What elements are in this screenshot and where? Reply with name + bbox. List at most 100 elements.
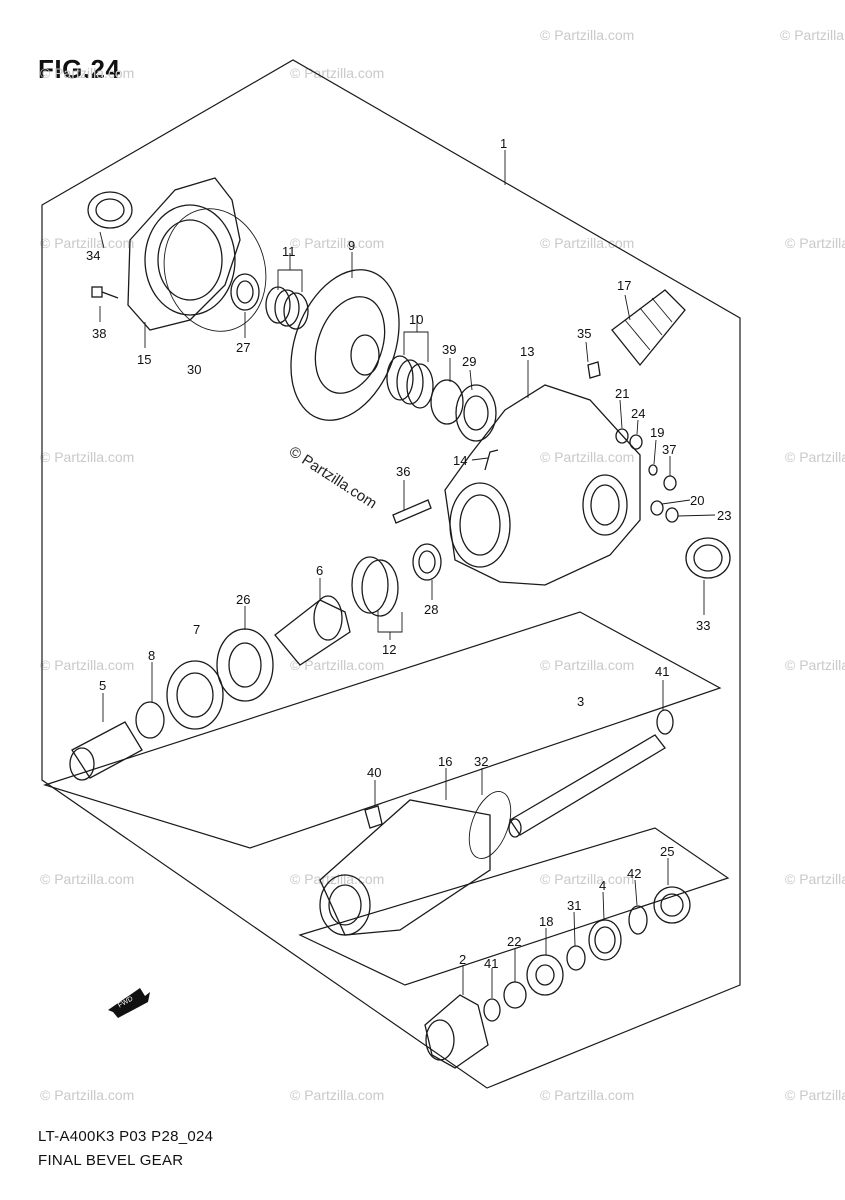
- callout-13: 13: [520, 344, 534, 359]
- part-5-coupling: [69, 721, 143, 781]
- part-8-ring: [135, 701, 165, 739]
- callout-36: 36: [396, 464, 410, 479]
- callout-30: 30: [187, 362, 201, 377]
- part-9-bevel-gear: [290, 269, 400, 421]
- watermark-text: © Partzilla.com: [785, 657, 845, 673]
- watermark-text: © Partzilla.com: [540, 871, 634, 887]
- callout-25: 25: [660, 844, 674, 859]
- part-36-stud: [392, 499, 432, 524]
- callout-21: 21: [615, 386, 629, 401]
- callout-14: 14: [453, 453, 467, 468]
- watermark-text: © Partzilla.com: [785, 235, 845, 251]
- callout-31: 31: [567, 898, 581, 913]
- callout-9: 9: [348, 238, 355, 253]
- part-22-ring: [503, 981, 527, 1009]
- callout-1: 1: [500, 136, 507, 151]
- figure-title: FIG.24: [38, 54, 121, 84]
- watermark-text: © Partzilla.com: [780, 27, 845, 43]
- part-23-plug: [665, 507, 679, 523]
- callout-20: 20: [690, 493, 704, 508]
- part-37-bolt: [663, 475, 677, 491]
- callout-35: 35: [577, 326, 591, 341]
- watermark-text: © Partzilla.com: [785, 1087, 845, 1103]
- part-7-bearing-retainer: [166, 660, 224, 730]
- callout-2: 2: [459, 952, 466, 967]
- callout-6: 6: [316, 563, 323, 578]
- callout-38: 38: [92, 326, 106, 341]
- part-2-yoke: [424, 994, 489, 1069]
- part-26-bearing: [216, 628, 274, 702]
- part-30-o-ring: [163, 208, 267, 332]
- watermark-text: © Partzilla.com: [290, 871, 384, 887]
- callout-41: 41: [484, 956, 498, 971]
- watermark-text: © Partzilla.com: [40, 65, 134, 81]
- part-32-o-ring: [468, 791, 512, 859]
- part-29-bearing: [455, 384, 497, 442]
- model-code: LT-A400K3 P03 P28_024: [38, 1128, 214, 1145]
- callout-24: 24: [631, 406, 645, 421]
- part-42-circlip: [628, 905, 648, 935]
- shaft-group-boundary: [43, 611, 722, 849]
- part-17-boot: [611, 289, 686, 367]
- part-14-pin: [484, 449, 499, 471]
- callout-26: 26: [236, 592, 250, 607]
- part-15-housing-cover: [127, 177, 241, 331]
- callout-42: 42: [627, 866, 641, 881]
- callout-33: 33: [696, 618, 710, 633]
- callout-22: 22: [507, 934, 521, 949]
- callout-15: 15: [137, 352, 151, 367]
- callout-18: 18: [539, 914, 553, 929]
- watermark-text: © Partzilla.com: [40, 235, 134, 251]
- callout-37: 37: [662, 442, 676, 457]
- watermark-text: © Partzilla.com: [540, 27, 634, 43]
- leader-lines: [99, 150, 716, 998]
- watermark-text: © Partzilla.com: [290, 1087, 384, 1103]
- yoke-group-boundary: [298, 827, 730, 986]
- callout-3: 3: [577, 694, 584, 709]
- part-13-gear-case: [444, 384, 641, 586]
- part-11-shims: [265, 286, 309, 330]
- watermark-text: © Partzilla.com: [540, 449, 634, 465]
- watermark-text: © Partzilla.com: [540, 1087, 634, 1103]
- callout-5: 5: [99, 678, 106, 693]
- watermark-text: © Partzilla.com: [540, 657, 634, 673]
- part-27-bearing: [230, 273, 260, 311]
- part-40-bolt: [364, 805, 383, 829]
- watermark-text: © Partzilla.com: [290, 235, 384, 251]
- part-41-snap-ring: [483, 998, 501, 1022]
- callout-12: 12: [382, 642, 396, 657]
- part-39-spacer: [430, 379, 464, 425]
- callout-17: 17: [617, 278, 631, 293]
- callout-10: 10: [409, 312, 423, 327]
- part-16-shaft-housing: [319, 799, 491, 936]
- callout-41: 41: [655, 664, 669, 679]
- part-25-oil-seal: [653, 886, 691, 924]
- callout-7: 7: [193, 622, 200, 637]
- callout-23: 23: [717, 508, 731, 523]
- watermark-text: © Partzilla.com: [290, 65, 384, 81]
- callout-labels: 1 2 3 4 5 6 7 8 9 10 11 12 13 14 15 16 1…: [86, 136, 731, 971]
- part-31-ring: [566, 945, 586, 971]
- part-34-oil-seal: [87, 191, 133, 229]
- callout-40: 40: [367, 765, 381, 780]
- part-20-gasket: [650, 500, 664, 516]
- callout-32: 32: [474, 754, 488, 769]
- callout-11: 11: [282, 244, 296, 259]
- watermark-text: © Partzilla.com: [785, 449, 845, 465]
- callout-4: 4: [599, 878, 606, 893]
- watermark-text: © Partzilla.com: [40, 1087, 134, 1103]
- part-12-shims: [351, 556, 399, 617]
- callout-27: 27: [236, 340, 250, 355]
- callout-8: 8: [148, 648, 155, 663]
- figure-caption: FINAL BEVEL GEAR: [38, 1152, 184, 1169]
- part-18-washer: [526, 954, 564, 996]
- part-41-snap-ring: [656, 709, 674, 735]
- watermark-grid: © Partzilla.com © Partzilla.com © Partzi…: [40, 27, 845, 1103]
- watermark-text: © Partzilla.com: [40, 449, 134, 465]
- part-21-washer: [615, 428, 629, 444]
- assembly-boundary: [41, 59, 741, 1089]
- callout-29: 29: [462, 354, 476, 369]
- part-10-shims: [386, 355, 434, 409]
- part-33-oil-seal: [685, 537, 731, 579]
